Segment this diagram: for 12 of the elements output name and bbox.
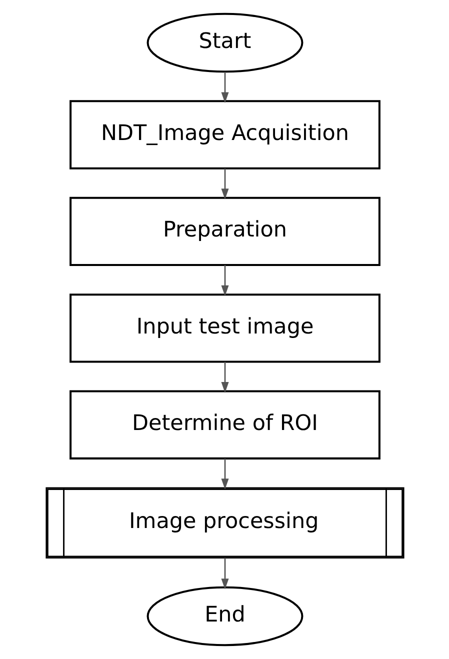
arrow — [220, 168, 228, 200]
node-box: Input test image — [69, 294, 380, 363]
node-box: Determine of ROI — [69, 390, 380, 460]
arrow — [220, 72, 228, 103]
node-ellipse: End — [146, 586, 303, 646]
arrow — [220, 558, 228, 590]
node-box: NDT_Image Acquisition — [69, 100, 380, 170]
arrow — [220, 458, 228, 490]
arrow — [220, 362, 228, 393]
node-ellipse: Start — [146, 12, 303, 73]
node-box: Preparation — [69, 196, 380, 266]
arrow — [220, 265, 228, 296]
